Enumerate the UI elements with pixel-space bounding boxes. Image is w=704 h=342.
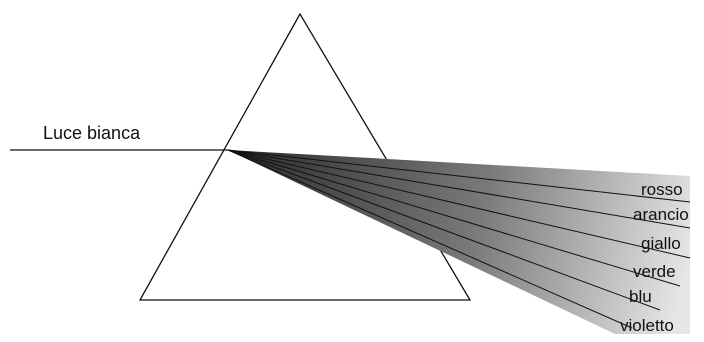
label-blu: blu [629,287,652,306]
incident-label: Luce bianca [43,123,141,143]
label-giallo: giallo [641,234,681,253]
label-verde: verde [633,262,676,281]
label-rosso: rosso [641,180,683,199]
label-violetto: violetto [620,316,674,335]
label-arancio: arancio [633,205,689,224]
